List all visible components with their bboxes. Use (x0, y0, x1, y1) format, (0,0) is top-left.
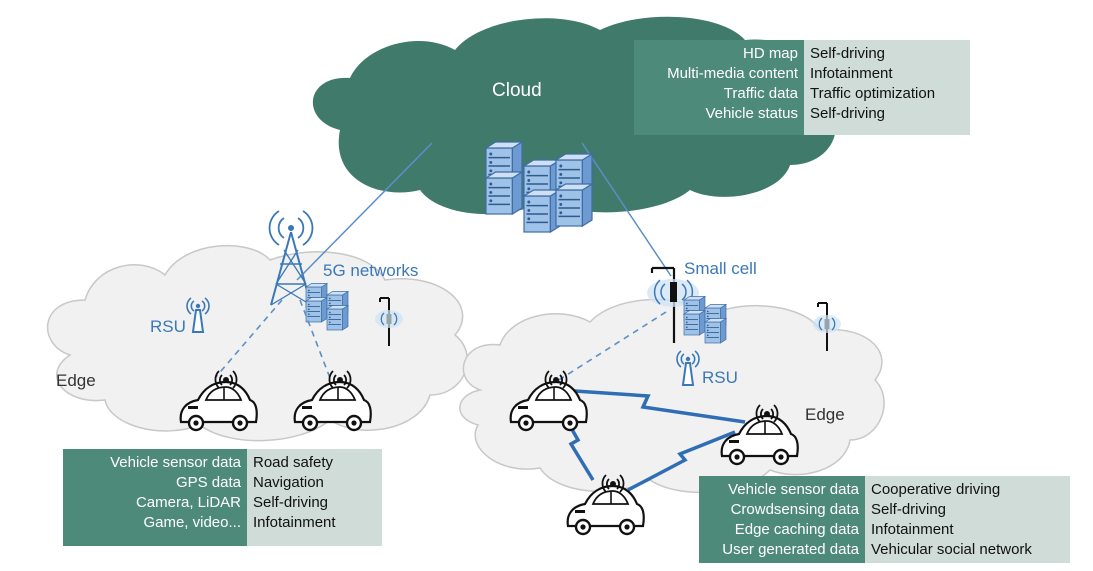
edge-right-data-table: Vehicle sensor data Crowdsensing data Ed… (699, 476, 1070, 563)
table-cell: Infotainment (253, 514, 336, 531)
v2v-link-car3-car5 (559, 388, 746, 424)
table-cell: Infotainment (810, 65, 893, 82)
cloud-data-types: HD map Multi-media content Traffic data … (634, 40, 804, 135)
edge-cloud-left (47, 244, 469, 442)
table-cell: Self-driving (871, 501, 947, 518)
edge-left-data-types: Vehicle sensor data GPS data Camera, LiD… (63, 449, 247, 546)
table-cell: Self-driving (253, 494, 329, 511)
dashed-link-smallcell-car (550, 311, 667, 386)
table-cell: Vehicle sensor data (728, 481, 859, 498)
edge-right-label: Edge (805, 405, 845, 424)
table-cell: Multi-media content (667, 65, 798, 82)
5g-networks-label: 5G networks (323, 261, 418, 280)
table-cell: Infotainment (871, 521, 954, 538)
dashed-link-tower-car2 (299, 299, 331, 379)
link-cloud-5g (296, 142, 433, 281)
table-cell: Crowdsensing data (730, 501, 859, 518)
table-cell: Vehicular social network (871, 541, 1032, 558)
edge-left-data-table: Vehicle sensor data GPS data Camera, LiD… (63, 449, 382, 546)
cloud-data-table: HD map Multi-media content Traffic data … (634, 40, 970, 135)
table-cell: Game, video... (143, 514, 241, 531)
table-cell: Navigation (253, 474, 324, 491)
table-cell: Camera, LiDAR (135, 494, 241, 511)
edge-right-data-types: Vehicle sensor data Crowdsensing data Ed… (699, 476, 865, 563)
table-cell: Edge caching data (734, 521, 859, 538)
edge-right-applications: Cooperative driving Self-driving Infotai… (865, 476, 1070, 563)
table-cell: Cooperative driving (871, 481, 1001, 498)
table-cell: Traffic optimization (810, 85, 936, 102)
table-cell: Vehicle sensor data (110, 454, 241, 471)
edge-left-label: Edge (56, 371, 96, 390)
table-cell: HD map (742, 45, 798, 62)
table-cell: Road safety (253, 454, 334, 471)
edge-left-applications: Road safety Navigation Self-driving Info… (247, 449, 382, 546)
small-cell-label: Small cell (684, 259, 757, 278)
table-cell: Self-driving (810, 105, 886, 122)
v2v-link-car4-car5 (627, 430, 736, 492)
table-cell: User generated data (722, 541, 859, 558)
rsu-right-label: RSU (702, 368, 738, 387)
cloud-label: Cloud (492, 80, 542, 101)
link-cloud-smallcell (581, 142, 672, 277)
cloud-applications: Self-driving Infotainment Traffic optimi… (804, 40, 970, 135)
table-cell: Traffic data (723, 85, 798, 102)
cell-tower-icon (268, 210, 314, 306)
table-cell: Self-driving (810, 45, 886, 62)
table-cell: Vehicle status (705, 105, 798, 122)
rsu-left-label: RSU (150, 317, 186, 336)
table-cell: GPS data (175, 474, 241, 491)
